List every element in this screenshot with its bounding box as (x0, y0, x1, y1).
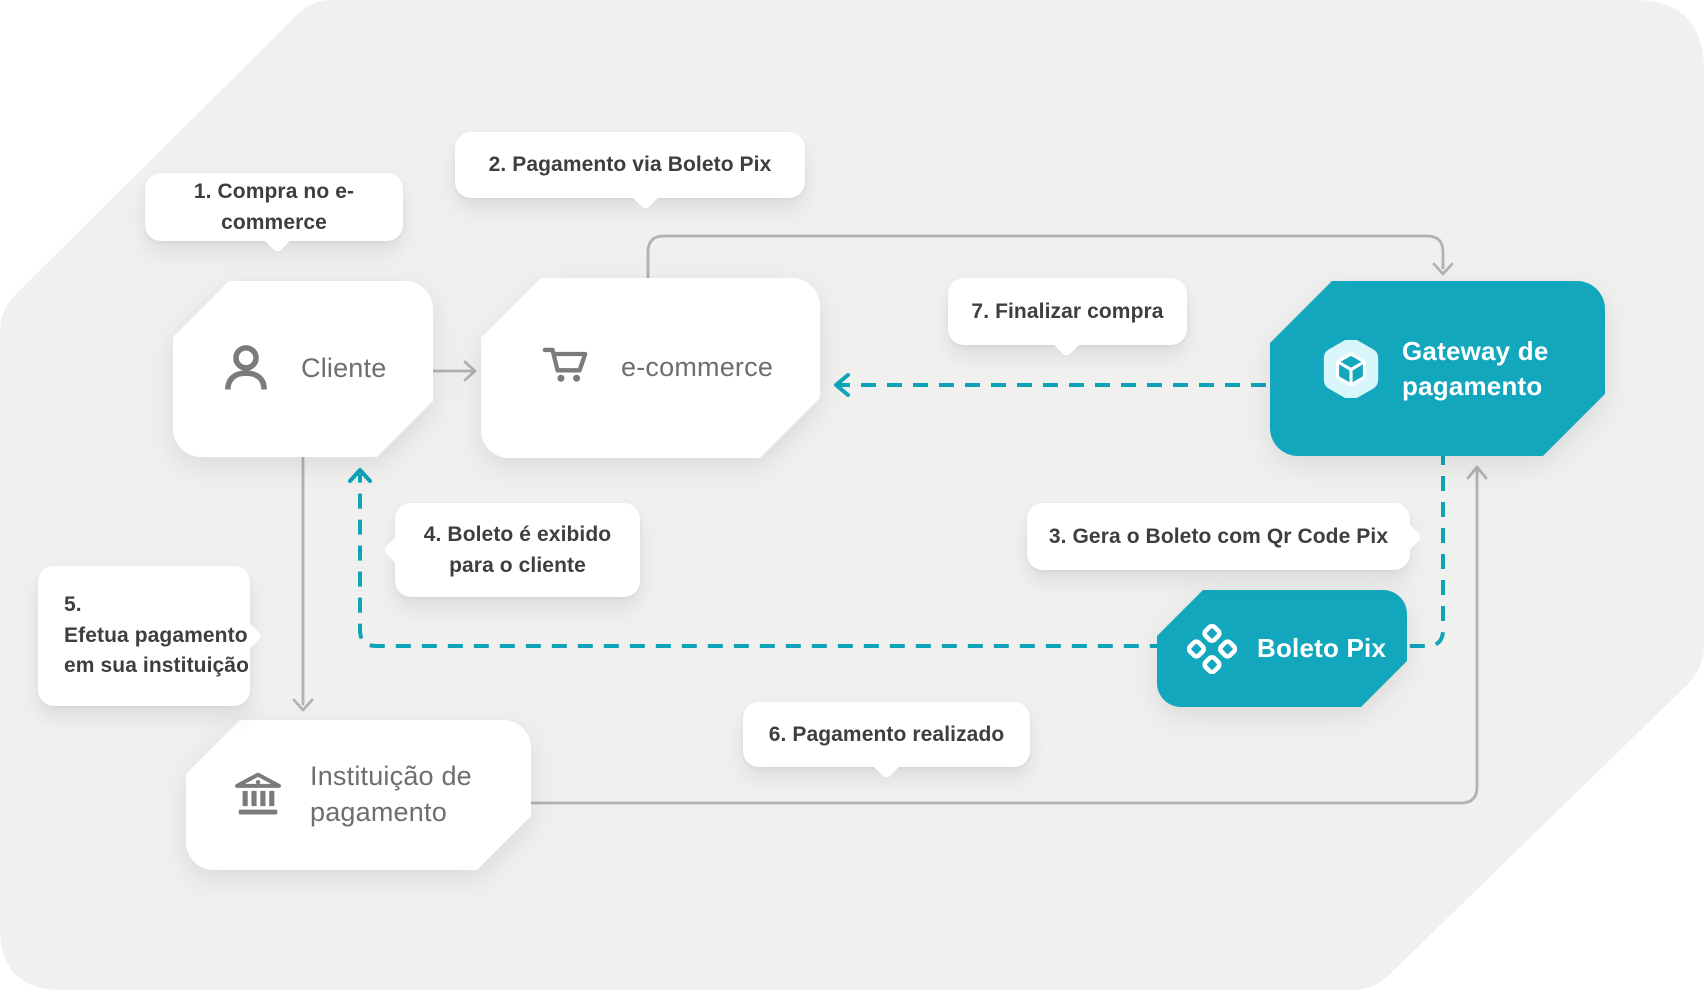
node-boleto-pix-label: Boleto Pix (1257, 633, 1387, 664)
callout-step-6: 6. Pagamento realizado (743, 702, 1030, 780)
callout-step-7: 7. Finalizar compra (948, 278, 1187, 358)
arrow-1-head (463, 360, 477, 382)
arrow-5-head (292, 698, 314, 712)
callout-step-3: 3. Gera o Boleto com Qr Code Pix (1027, 503, 1423, 570)
node-boleto-pix-shape (1157, 590, 1407, 707)
arrow-3-4-gateway-boleto-cliente (358, 450, 1445, 648)
node-cliente-shape (173, 281, 433, 457)
callout-step-5-text: 5. Efetua pagamento em sua instituição (64, 593, 250, 678)
cart-icon (542, 347, 588, 382)
arrow-4-head (348, 468, 372, 483)
cube-icon (1323, 339, 1379, 398)
callout-step-7-text: 7. Finalizar compra (971, 299, 1164, 323)
arrow-7-head (834, 373, 850, 397)
person-icon (225, 345, 267, 390)
callout-step-1-text: 1. Compra no e-commerce (193, 179, 355, 235)
callout-step-3-text: 3. Gera o Boleto com Qr Code Pix (1048, 524, 1389, 548)
arrow-2-head (1432, 262, 1454, 276)
arrow-6-head (1466, 465, 1488, 480)
node-instituicao: Instituição de pagamento (186, 720, 531, 870)
node-cliente-label: Cliente (301, 353, 387, 384)
node-gateway-label: Gateway de pagamento (1402, 336, 1549, 401)
callout-step-6-text: 6. Pagamento realizado (768, 722, 1005, 746)
node-ecommerce-shape (481, 278, 820, 458)
node-gateway: Gateway de pagamento (1270, 281, 1605, 456)
node-instituicao-label: Instituição de pagamento (310, 761, 472, 827)
arrow-2-ecommerce-to-gateway (646, 234, 1445, 284)
node-cliente: Cliente (173, 281, 433, 457)
callout-step-2-text: 2. Pagamento via Boleto Pix (488, 153, 772, 177)
pix-icon (1187, 623, 1237, 674)
callout-step-4-text: 4. Boleto é exibido para o cliente (423, 522, 612, 578)
node-boleto-pix: Boleto Pix (1157, 590, 1407, 707)
callout-step-4: 4. Boleto é exibido para o cliente (382, 503, 640, 597)
callout-step-5: 5. Efetua pagamento em sua instituição (38, 566, 263, 706)
arrow-6-instituicao-to-gateway (529, 468, 1479, 805)
node-ecommerce: e-commerce (481, 278, 820, 458)
bank-icon (235, 772, 281, 815)
callout-step-2: 2. Pagamento via Boleto Pix (455, 132, 805, 211)
callout-step-1: 1. Compra no e-commerce (145, 173, 403, 254)
node-ecommerce-label: e-commerce (621, 352, 774, 383)
